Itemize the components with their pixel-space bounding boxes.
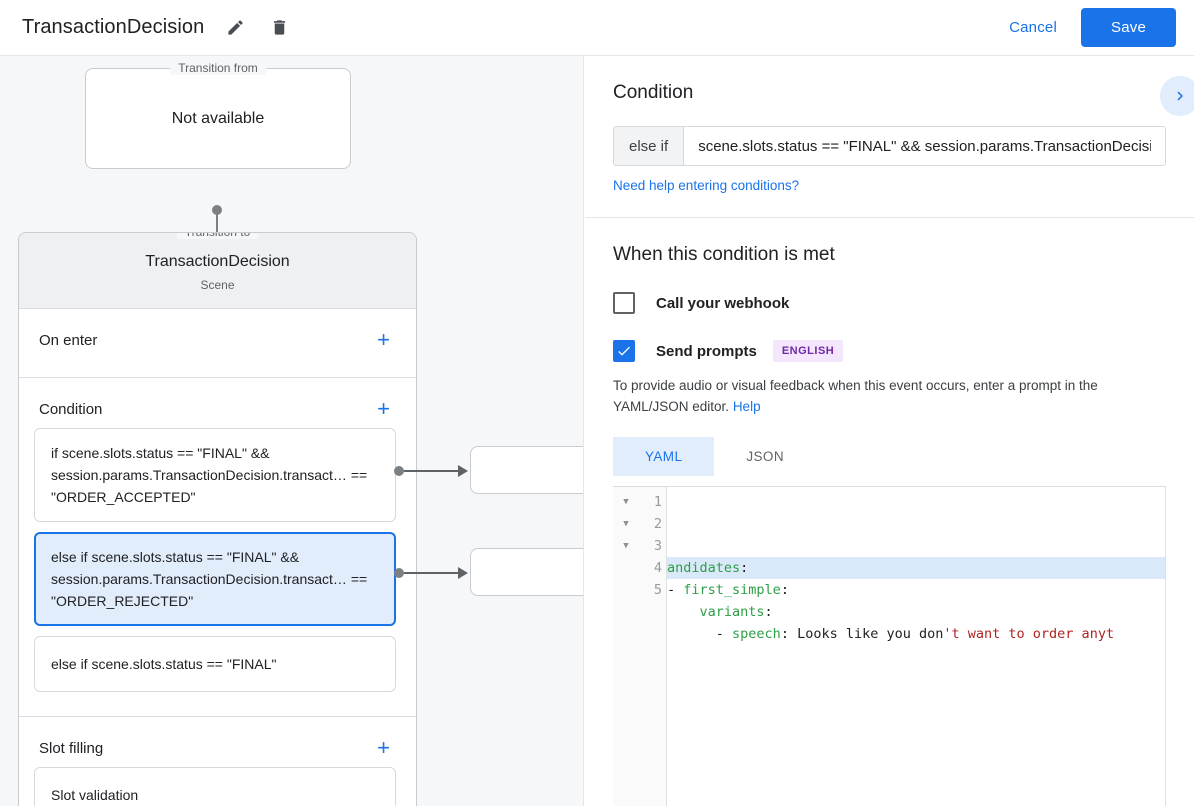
add-condition-button[interactable]: + (377, 396, 390, 421)
prompts-description: To provide audio or visual feedback when… (613, 375, 1166, 417)
scene-graph-canvas: Transition from Not available Transition… (0, 56, 584, 806)
condition-panel-title: Condition (613, 82, 694, 103)
prompts-help-link[interactable]: Help (732, 399, 761, 414)
section-condition-header: Condition + (19, 378, 416, 428)
edge-line-rejected (404, 572, 460, 574)
tab-yaml[interactable]: YAML (613, 437, 715, 476)
target-node-rejected[interactable] (470, 548, 583, 596)
condition-section: Condition else if Need help entering con… (585, 56, 1194, 218)
code-token: - (667, 626, 733, 642)
section-slot-filling-title: Slot filling (39, 739, 104, 757)
condition-input-row: else if (613, 126, 1166, 166)
call-webhook-label: Call your webhook (656, 294, 790, 312)
code-line[interactable]: andidates: (667, 557, 1166, 579)
section-on-enter-title: On enter (39, 331, 98, 349)
code-token: : (780, 626, 798, 642)
add-on-enter-button[interactable]: + (377, 327, 390, 352)
transition-from-value: Not available (171, 109, 265, 127)
transition-from-legend: Transition from (170, 61, 266, 75)
slot-validation-item[interactable]: Slot validation (34, 767, 396, 806)
condition-item-selected[interactable]: else if scene.slots.status == "FINAL" &&… (34, 532, 396, 626)
section-slot-filling-header: Slot filling + (19, 717, 416, 767)
code-line[interactable]: - first_simple: (667, 579, 1166, 601)
code-line[interactable]: - speech: Looks like you don't want to o… (667, 623, 1166, 645)
edge-line-accepted (404, 470, 460, 472)
when-condition-met-title: When this condition is met (613, 244, 835, 265)
code-token: andidates (667, 560, 741, 576)
edge-arrow-rejected (458, 567, 468, 579)
call-webhook-checkbox[interactable] (613, 292, 635, 314)
code-token: : (740, 560, 749, 576)
condition-item[interactable]: if scene.slots.status == "FINAL" && sess… (34, 428, 396, 522)
send-prompts-label: Send prompts (656, 342, 757, 360)
trash-icon[interactable] (262, 11, 296, 45)
section-on-enter: On enter + (19, 309, 416, 378)
fold-arrow-icon[interactable]: ▼ (623, 541, 629, 551)
transition-to-card: Transition to TransactionDecision Scene … (18, 232, 417, 806)
condition-details-panel: Condition else if Need help entering con… (585, 56, 1194, 806)
edge-dot-rejected (394, 568, 404, 578)
edge-dot-accepted (394, 466, 404, 476)
edge-arrow-accepted (458, 465, 468, 477)
code-token: - (667, 582, 684, 598)
top-app-bar: TransactionDecision Cancel Save (0, 0, 1194, 56)
condition-item[interactable]: else if scene.slots.status == "FINAL" (34, 636, 396, 692)
chevron-right-icon[interactable] (1160, 76, 1194, 116)
add-slot-filling-button[interactable]: + (377, 735, 390, 760)
transition-to-header: TransactionDecision Scene (19, 233, 416, 309)
section-condition: Condition + if scene.slots.status == "FI… (19, 378, 416, 717)
line-number: 3 (653, 538, 662, 554)
code-token: variants (699, 604, 765, 620)
condition-help-link[interactable]: Need help entering conditions? (613, 178, 800, 193)
fold-arrow-icon[interactable]: ▼ (623, 519, 629, 529)
code-token: : (780, 582, 789, 598)
condition-expression-input[interactable] (684, 127, 1165, 165)
call-webhook-row: Call your webhook (613, 292, 1166, 314)
save-button[interactable]: Save (1081, 8, 1176, 47)
scene-type: Scene (200, 278, 235, 292)
line-number: 1 (653, 494, 662, 510)
transition-to-legend: Transition to (176, 233, 259, 239)
code-token (667, 604, 700, 620)
condition-prefix-label: else if (614, 127, 685, 165)
language-badge: ENGLISH (772, 340, 844, 362)
line-number: 4 (653, 560, 662, 576)
target-node-accepted[interactable] (470, 446, 583, 494)
code-line[interactable] (667, 645, 1166, 667)
fold-arrow-icon[interactable]: ▼ (623, 497, 629, 507)
editor-fold-column: ▼ ▼ ▼ (613, 487, 639, 806)
prompts-description-text: To provide audio or visual feedback when… (613, 378, 1098, 414)
pencil-icon[interactable] (218, 11, 252, 45)
scene-name: TransactionDecision (145, 253, 290, 270)
cancel-button[interactable]: Cancel (993, 10, 1073, 45)
when-condition-met-section: When this condition is met Call your web… (585, 218, 1194, 806)
tab-json[interactable]: JSON (746, 449, 784, 464)
section-on-enter-header: On enter + (19, 309, 416, 363)
code-token: first_simple (683, 582, 781, 598)
code-token: Looks like you don (797, 626, 944, 642)
editor-line-numbers: 1 2 3 4 5 (639, 487, 667, 806)
section-condition-title: Condition (39, 400, 103, 418)
code-token: speech (732, 626, 781, 642)
send-prompts-row: Send prompts ENGLISH (613, 340, 1166, 362)
line-number: 2 (653, 516, 662, 532)
line-number: 5 (653, 582, 662, 598)
code-line[interactable]: variants: (667, 601, 1166, 623)
editor-right-edge (1165, 487, 1166, 806)
page-title: TransactionDecision (22, 16, 205, 38)
editor-code-area[interactable]: andidates:- first_simple: variants: - sp… (667, 487, 1166, 806)
section-slot-filling: Slot filling + Slot validation (19, 717, 416, 806)
code-token: : (764, 604, 773, 620)
fold-spacer (613, 579, 639, 601)
code-token: 't want to order anyt (943, 626, 1115, 642)
fold-spacer (613, 557, 639, 579)
editor-format-tabs: YAML JSON (613, 437, 1166, 476)
send-prompts-checkbox[interactable] (613, 340, 635, 362)
transition-from-card: Transition from Not available (85, 61, 351, 169)
